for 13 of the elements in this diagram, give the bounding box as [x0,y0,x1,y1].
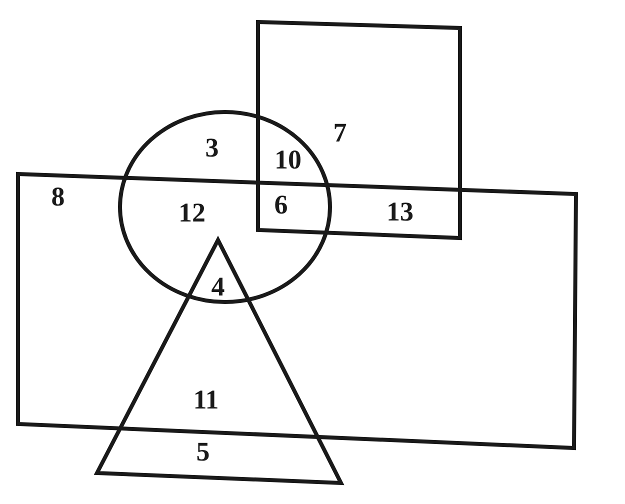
region-number: 7 [333,120,347,146]
region-number: 6 [274,192,288,218]
region-number: 8 [51,184,65,210]
region-number: 4 [211,274,225,300]
region-number: 5 [196,438,210,466]
triangle-outline [95,238,343,485]
region-number: 11 [193,386,219,414]
circle-outline [118,110,332,304]
region-number: 3 [205,134,219,162]
region-number: 13 [386,198,414,226]
rectangle-outline [256,20,462,240]
region-number: 10 [274,146,302,174]
region-number: 12 [178,200,206,226]
